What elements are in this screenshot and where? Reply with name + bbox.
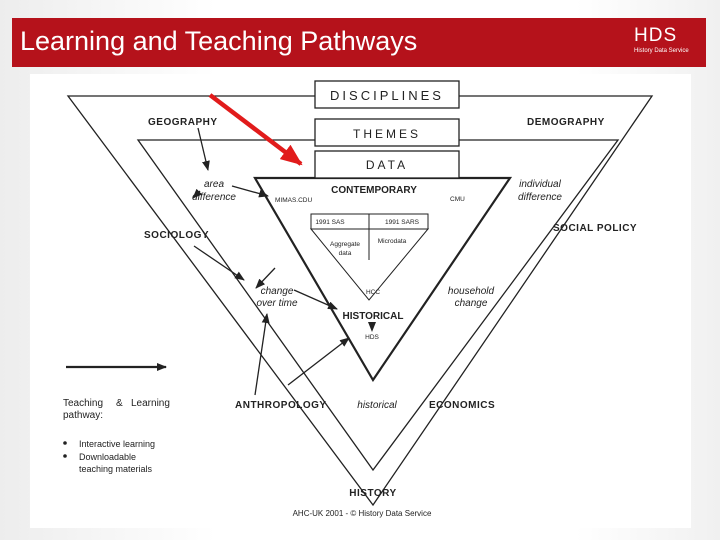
red-highlight-arrow (208, 93, 303, 166)
pathway-arrow-sociology-change (255, 267, 276, 289)
pathway-arrow-anthropology-2 (287, 337, 350, 386)
hcc-label: HCC (366, 289, 380, 296)
legend-item-teaching-materials: teaching materials (79, 464, 153, 474)
legend-learning: Learning (131, 398, 170, 409)
area-difference-label-2: difference (192, 192, 236, 203)
pathway-arrow-anthropology-1 (254, 313, 270, 396)
economics-label: ECONOMICS (429, 400, 495, 411)
geography-label: GEOGRAPHY (148, 117, 218, 128)
themes-box (314, 118, 460, 147)
pathway-arrow-change (293, 289, 338, 310)
microdata-label: Microdata (378, 238, 407, 245)
mimas-cdu-label: MIMAS.CDU (275, 197, 313, 204)
footer-credit: AHC-UK 2001 - © History Data Service (293, 509, 432, 518)
legend-item-interactive: Interactive learning (79, 439, 155, 449)
aggregate-label-2: data (339, 250, 352, 257)
social-policy-label: SOCIAL POLICY (553, 223, 637, 234)
aggregate-label-1: Aggregate (330, 241, 360, 248)
household-change-label-1: household (448, 286, 495, 297)
hds-logo: HDS History Data Service (634, 25, 704, 61)
sociology-label: SOCIOLOGY (144, 230, 209, 241)
logo-tagline: History Data Service (634, 48, 689, 54)
anthropology-label: ANTHROPOLOGY (235, 400, 327, 411)
disciplines-box (314, 80, 460, 109)
historical-data-label: HISTORICAL (343, 311, 404, 322)
legend-ampersand: & (116, 398, 123, 409)
logo-mark: HDS (634, 25, 678, 46)
pathway-arrow-area-to-data (231, 185, 269, 198)
title-bar (12, 18, 706, 67)
area-difference-label-1: area (204, 179, 224, 190)
history-label: HISTORY (349, 488, 396, 499)
household-change-label-2: change (455, 298, 488, 309)
legend-bullet-2 (63, 454, 67, 458)
individual-difference-label-1: individual (519, 179, 561, 190)
hds-label: HDS (365, 334, 379, 341)
demography-label: DEMOGRAPHY (527, 117, 605, 128)
legend-bullet-1 (63, 441, 67, 445)
slide-title: Learning and Teaching Pathways (20, 26, 418, 56)
legend-item-downloadable: Downloadable (79, 452, 136, 462)
data-label: DATA (366, 158, 408, 172)
themes-label: THEMES (353, 127, 421, 141)
individual-difference-label-2: difference (518, 192, 562, 203)
pathway-arrow-area (192, 188, 203, 199)
sas-label: 1991 SAS (315, 219, 345, 226)
historical-theme-label: historical (357, 400, 397, 411)
sars-box (368, 213, 429, 230)
pathway-arrow-sociology (193, 245, 245, 281)
cmu-label: CMU (450, 196, 465, 203)
change-over-time-label-2: over time (256, 298, 298, 309)
change-over-time-label-1: change (261, 286, 294, 297)
pathway-arrow-geography (197, 127, 210, 171)
disciplines-label: DISCIPLINES (330, 88, 444, 103)
data-box (314, 150, 460, 179)
legend-pathway: pathway: (63, 410, 103, 421)
contemporary-label: CONTEMPORARY (331, 185, 417, 196)
legend-teaching: Teaching (63, 398, 103, 409)
sars-label: 1991 SARS (385, 219, 420, 226)
